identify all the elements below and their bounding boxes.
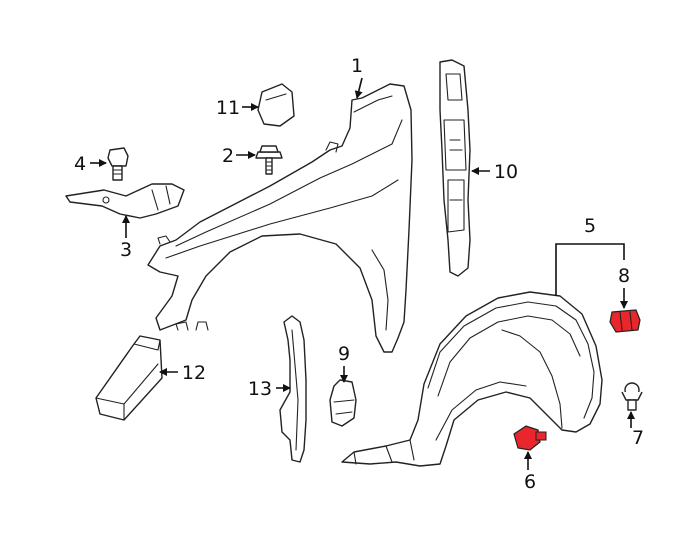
plug-part-9	[329, 379, 357, 427]
callout-9: 9	[338, 343, 350, 365]
fender-part-1	[147, 83, 413, 353]
callout-5: 5	[584, 215, 596, 237]
callout-12: 12	[182, 362, 206, 384]
callout-6: 6	[524, 471, 536, 493]
callout-11: 11	[216, 97, 240, 119]
callout-3: 3	[120, 239, 132, 261]
bracket-part-3	[65, 183, 185, 219]
wheelhouse-liner-part-5	[341, 291, 603, 467]
callout-7: 7	[632, 427, 644, 449]
fender-bracket-part-10	[439, 59, 471, 277]
clip-part-8	[609, 309, 641, 333]
cap-part-11	[257, 83, 295, 127]
callout-2: 2	[222, 145, 234, 167]
leader-lines	[90, 77, 635, 470]
callout-8: 8	[618, 265, 630, 287]
screw-part-7	[621, 382, 643, 411]
callout-4: 4	[74, 153, 86, 175]
bolt-part-2	[255, 145, 283, 175]
block-part-12	[95, 335, 163, 421]
callout-1: 1	[351, 55, 363, 77]
callout-10: 10	[494, 161, 518, 183]
nut-part-6	[513, 425, 547, 451]
strip-part-13	[279, 315, 307, 463]
bolt-part-4	[107, 147, 129, 181]
callout-13: 13	[248, 378, 272, 400]
